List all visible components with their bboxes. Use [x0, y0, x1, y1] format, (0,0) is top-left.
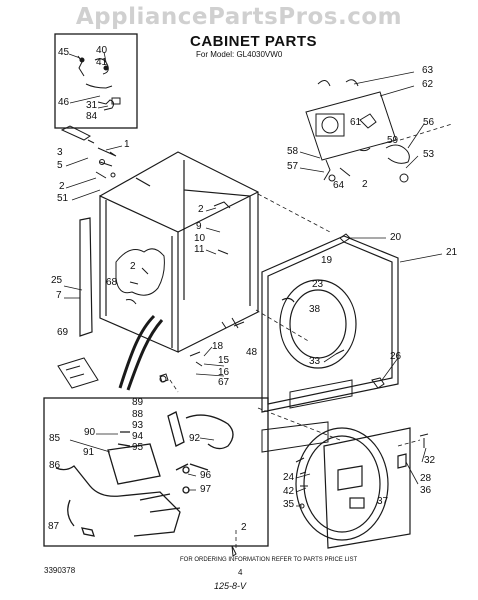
callout-label: 92 [189, 433, 201, 444]
callout-label: 31 [86, 100, 98, 111]
cabinet-cutaway [115, 248, 165, 305]
upper-left-hardware [60, 125, 117, 179]
callout-label: 87 [48, 521, 60, 532]
callout-label: 20 [390, 232, 402, 243]
duct-hose [118, 314, 164, 391]
callout-label: 15 [218, 355, 230, 366]
callout-label: 36 [420, 485, 432, 496]
callout-label: 32 [424, 455, 436, 466]
callout-label: 23 [312, 279, 324, 290]
leader-dashes [169, 123, 453, 548]
callout-label: 46 [58, 97, 70, 108]
callout-label: 2 [130, 261, 136, 272]
callout-label: 38 [309, 304, 321, 315]
inset-lower-detail [43, 397, 269, 547]
callout-label: 2 [241, 522, 247, 533]
callout-label: 96 [200, 470, 212, 481]
callout-leaders [63, 51, 443, 507]
callout-label: 62 [422, 79, 434, 90]
callout-label: 68 [106, 277, 118, 288]
callout-label: 56 [423, 117, 435, 128]
drawing-code: 3390378 [44, 566, 76, 575]
callout-label: 37 [377, 496, 389, 507]
page-number: 4 [238, 568, 243, 577]
callout-label: 85 [49, 433, 61, 444]
callout-label: 88 [132, 409, 144, 420]
cabinet-body [79, 151, 259, 353]
callout-label: 25 [51, 275, 63, 286]
callout-label: 7 [56, 290, 62, 301]
callout-label: 2 [362, 179, 368, 190]
callout-label: 69 [57, 327, 69, 338]
callout-label: 97 [200, 484, 212, 495]
callout-label: 57 [287, 161, 299, 172]
cabinet-base-parts [159, 201, 245, 383]
inset-terminal-detail [54, 33, 138, 129]
callout-label: 24 [283, 472, 295, 483]
front-panel [261, 235, 399, 413]
callout-label: 89 [132, 397, 144, 408]
callout-label: 67 [218, 377, 230, 388]
callout-label: 84 [86, 111, 98, 122]
callout-label: 18 [212, 341, 224, 352]
callout-label: 51 [57, 193, 69, 204]
callout-label: 61 [350, 117, 362, 128]
callout-label: 2 [198, 204, 204, 215]
callout-label: 26 [390, 351, 402, 362]
callout-label: 93 [132, 420, 144, 431]
callout-label: 5 [57, 160, 63, 171]
watermark: AppliancePartsPros.com [75, 4, 403, 30]
callout-label: 3 [57, 147, 63, 158]
callout-label: 19 [321, 255, 333, 266]
callout-label: 63 [422, 65, 434, 76]
bottom-screw [231, 545, 237, 557]
callout-label: 58 [287, 146, 299, 157]
callout-label: 10 [194, 233, 206, 244]
callout-label: 21 [446, 247, 458, 258]
handwritten-note: 125-8-V [214, 581, 247, 591]
callout-label: 2 [59, 181, 65, 192]
callout-label: 28 [420, 473, 432, 484]
callout-label: 9 [196, 221, 202, 232]
callout-label: 11 [194, 244, 205, 255]
diagram-title: CABINET PARTS [190, 33, 318, 50]
callout-label: 41 [96, 57, 108, 68]
callout-label: 90 [84, 427, 96, 438]
callout-label: 40 [96, 45, 108, 56]
callout-label: 1 [124, 139, 130, 150]
callout-label: 94 [132, 431, 144, 442]
toe-strips [261, 379, 353, 453]
parts-bag [57, 357, 99, 389]
callout-label: 16 [218, 367, 230, 378]
callout-label: 64 [333, 180, 345, 191]
callout-label: 33 [309, 356, 321, 367]
callout-label: 45 [58, 47, 70, 58]
callout-label: 35 [283, 499, 295, 510]
model-subtitle: For Model: GL4030VW0 [196, 50, 283, 59]
callout-label: 86 [49, 460, 61, 471]
callout-label: 59 [387, 135, 399, 146]
callout-label: 48 [246, 347, 258, 358]
callout-label: 53 [423, 149, 435, 160]
door-assembly [295, 427, 411, 549]
callout-label: 91 [83, 447, 95, 458]
motor-assembly [305, 79, 410, 183]
callout-label: 95 [132, 442, 144, 453]
callout-label: 42 [283, 486, 295, 497]
ordering-note: FOR ORDERING INFORMATION REFER TO PARTS … [180, 557, 358, 563]
